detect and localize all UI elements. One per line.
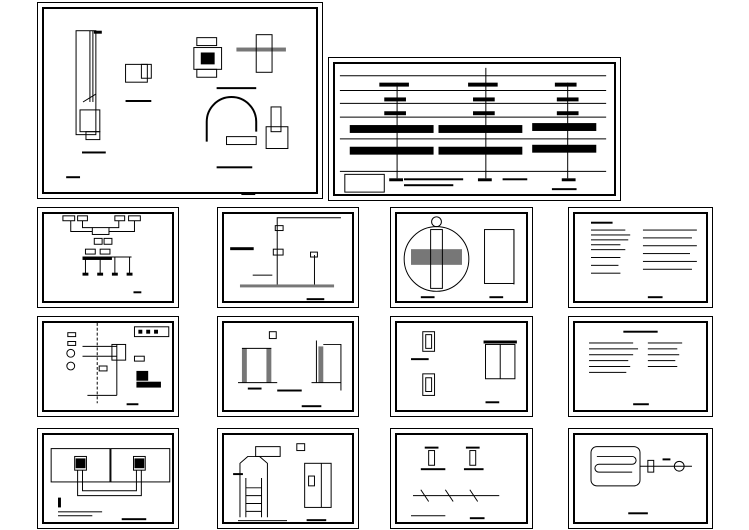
drawing-sheet-cabinet-elevation[interactable]: [217, 316, 359, 417]
sheet-border: [42, 7, 318, 194]
notes-text-block: [589, 330, 683, 406]
sheet-border: [395, 212, 528, 303]
sheet-border: [222, 433, 354, 524]
cabinet-elevation-drawing: [238, 331, 342, 408]
panel-detail-drawing: [411, 331, 517, 404]
drawing-sheet-connection-diagram[interactable]: [37, 428, 179, 529]
riser-diagram-drawing: [339, 67, 607, 193]
sheet-border: [42, 321, 174, 412]
sheet-border: [573, 212, 708, 303]
sheet-border: [42, 433, 174, 524]
notes-text-block: [591, 221, 697, 299]
drawing-sheet-notes-1[interactable]: [568, 207, 713, 308]
wall-section-drawing: [403, 216, 515, 299]
sheet-border: [573, 321, 708, 412]
drawing-sheet-installation-details[interactable]: [37, 2, 323, 199]
sheet-border: [222, 321, 354, 412]
system-block-diagram: [62, 215, 142, 294]
connection-diagram-drawing: [50, 448, 171, 521]
sheet-border: [222, 212, 354, 303]
pole-mounting-drawing: [230, 217, 341, 301]
grounding-detail-drawing: [411, 446, 500, 520]
drawing-sheet-cable-layout[interactable]: [568, 428, 713, 529]
drawing-sheet-notes-2[interactable]: [568, 316, 713, 417]
cable-layout-drawing: [590, 446, 692, 515]
drawing-sheet-panel-detail[interactable]: [390, 316, 533, 417]
drawing-sheet-riser-diagram[interactable]: [328, 57, 621, 201]
ladder-installation-drawing: [233, 443, 332, 522]
installation-detail-drawing: [66, 30, 289, 196]
sheet-border: [333, 62, 616, 196]
drawing-sheet-ladder-installation[interactable]: [217, 428, 359, 529]
drawing-sheet-grounding-detail[interactable]: [390, 428, 533, 529]
wiring-diagram-drawing: [66, 322, 170, 406]
sheet-border: [42, 212, 174, 303]
sheet-border: [395, 321, 528, 412]
drawing-sheet-wiring-diagram[interactable]: [37, 316, 179, 417]
drawing-sheet-pole-mounting[interactable]: [217, 207, 359, 308]
drawing-sheet-system-diagram[interactable]: [37, 207, 179, 308]
sheet-border: [395, 433, 528, 524]
sheet-border: [573, 433, 708, 524]
drawing-sheet-wall-section[interactable]: [390, 207, 533, 308]
